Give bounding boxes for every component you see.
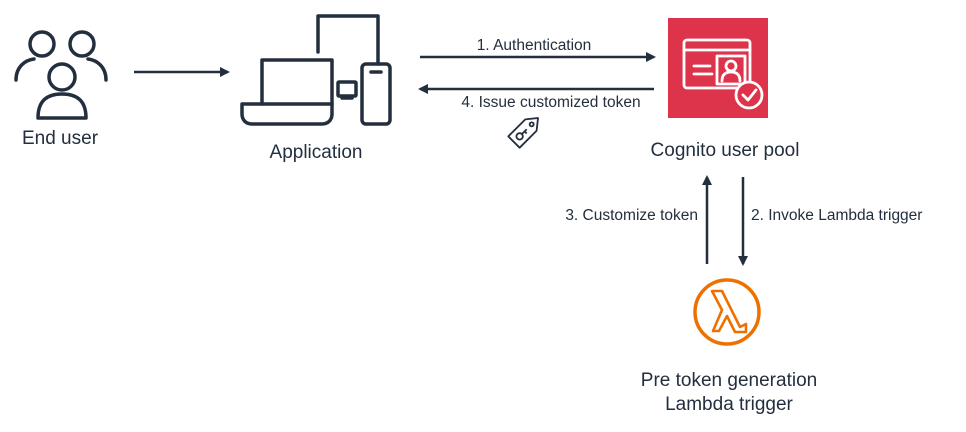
users-icon [14,30,108,120]
application-label: Application [270,142,363,163]
lambda-label-line1: Pre token generation [641,370,817,391]
lambda-label-line2: Lambda trigger [665,394,793,415]
customize-token-label: 3. Customize token [565,207,698,224]
cognito-label: Cognito user pool [651,140,800,161]
issue-token-label: 4. Issue customized token [461,94,640,111]
lambda-icon [693,278,761,346]
authentication-label: 1. Authentication [477,37,592,54]
end-user-label: End user [22,128,99,149]
token-tag-icon [507,117,539,149]
cognito-user-pool-icon [668,18,768,118]
devices-icon [240,14,392,126]
invoke-lambda-label: 2. Invoke Lambda trigger [751,207,922,224]
